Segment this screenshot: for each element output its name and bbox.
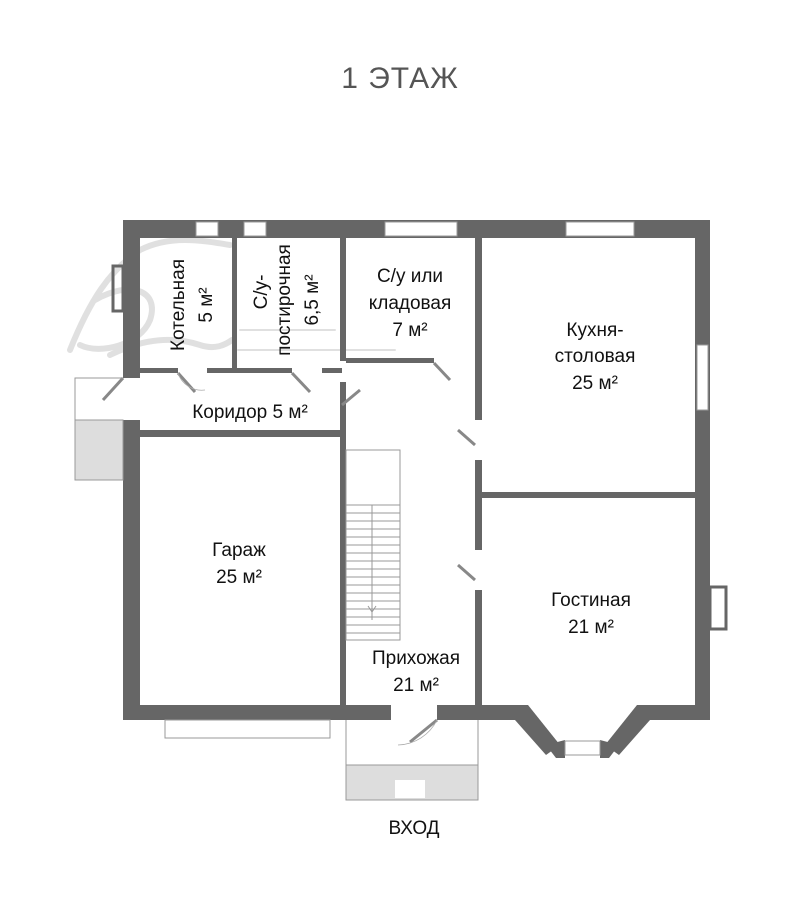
room-corridor-label: Коридор 5 м² <box>192 402 308 423</box>
room-garage: Гараж 25 м² <box>212 540 266 588</box>
room-hall-name: Прихожая <box>372 648 460 669</box>
windows <box>195 221 709 756</box>
room-wc-storage-name1: С/у или <box>377 266 443 287</box>
entrance-porch <box>345 720 479 801</box>
room-wc-storage: С/у или кладовая 7 м² <box>369 266 452 341</box>
side-porch <box>74 377 331 739</box>
room-garage-name: Гараж <box>212 540 266 561</box>
room-living-name: Гостиная <box>551 590 631 611</box>
room-wc-laundry-area: 6,5 м² <box>302 274 323 325</box>
staircase <box>345 449 401 641</box>
room-kitchen-area: 25 м² <box>572 373 618 394</box>
room-wc-laundry-name1: С/у- <box>251 275 272 310</box>
floor-title: 1 ЭТАЖ <box>341 62 459 95</box>
room-kitchen-name1: Кухня- <box>566 320 623 341</box>
room-hall: Прихожая 21 м² <box>372 648 460 696</box>
room-hall-area: 21 м² <box>393 675 439 696</box>
room-wc-storage-area: 7 м² <box>392 320 427 341</box>
room-wc-laundry: С/у- постирочная 6,5 м² <box>251 244 323 356</box>
room-boiler: Котельная 5 м² <box>168 259 217 351</box>
room-kitchen-name2: столовая <box>555 346 636 367</box>
entrance-label: ВХОД <box>388 818 439 839</box>
room-wc-storage-name2: кладовая <box>369 293 452 314</box>
room-kitchen: Кухня- столовая 25 м² <box>555 320 636 394</box>
room-garage-area: 25 м² <box>216 567 262 588</box>
room-boiler-area: 5 м² <box>196 287 217 322</box>
room-wc-laundry-name2: постирочная <box>274 244 295 356</box>
walls <box>111 220 728 758</box>
room-living-area: 21 м² <box>568 617 614 638</box>
room-boiler-name: Котельная <box>168 259 189 351</box>
doors <box>101 361 476 746</box>
room-living: Гостиная 21 м² <box>551 590 631 638</box>
